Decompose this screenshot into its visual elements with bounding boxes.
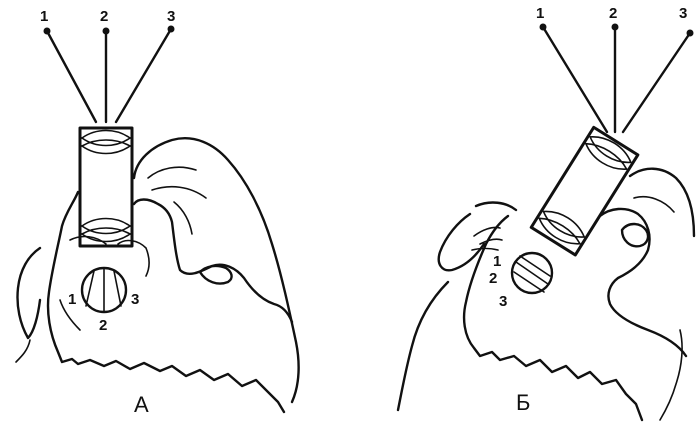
panel-b-ray-1 [543,27,607,132]
panel-b-rays [540,24,694,133]
panel-b-disc-label-2: 2 [489,270,497,287]
panel-b-ray-3 [623,33,690,132]
panel-a-ray-3 [116,29,171,122]
panel-b-disc-label-1: 1 [493,253,501,270]
panel-a-ray-label-2: 2 [100,8,108,25]
panel-a-ray-label-3: 3 [167,8,175,25]
panel-a-ray-3-dot [168,26,175,33]
panel-a-disc [82,268,126,312]
panel-a-ray-1 [47,31,96,122]
panel-b-caption: Б [516,390,530,415]
panel-b-ray-label-1: 1 [536,5,544,22]
panel-a-head-outline [16,138,299,412]
panel-b-disc [512,253,552,293]
panel-a-disc-label-2: 2 [99,317,107,334]
panel-a-ray-2-dot [103,28,110,35]
panel-b: 1 2 3 [398,5,694,420]
panel-b-ray-3-dot [687,30,694,37]
panel-b-disc-label-3: 3 [499,293,507,310]
panel-b-ray-label-3: 3 [679,5,687,22]
panel-a-disc-label-1: 1 [68,291,76,308]
panel-a-rays [44,26,175,123]
panel-a-disc-label-3: 3 [131,291,139,308]
panel-a-eyepiece-tube [80,128,132,246]
panel-b-ray-2-dot [612,24,619,31]
panel-a-ray-label-1: 1 [40,8,48,25]
panel-a: 1 2 3 [16,8,299,417]
panel-a-caption: А [134,392,149,417]
panel-b-ray-1-dot [540,24,547,31]
panel-a-ray-1-dot [44,28,51,35]
panel-b-ray-label-2: 2 [609,5,617,22]
